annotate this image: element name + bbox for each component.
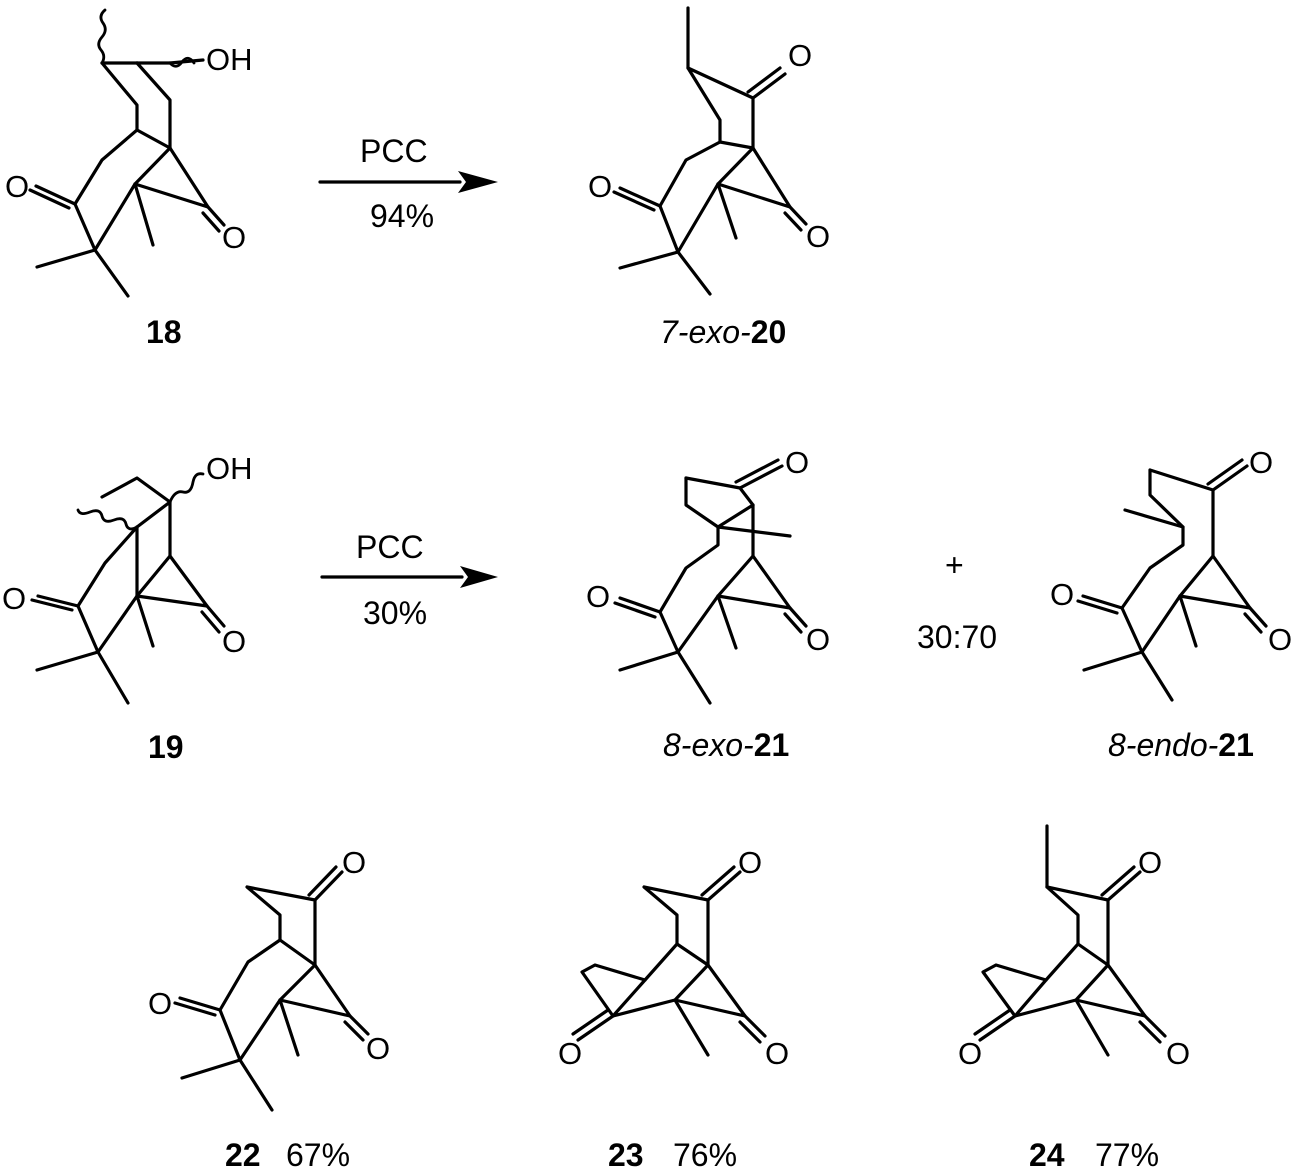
oxygen-label: O <box>148 986 172 1021</box>
oxygen-label: O <box>785 445 809 480</box>
ratio-label: 30:70 <box>917 619 997 655</box>
hydroxyl-label: OH <box>206 42 253 77</box>
structure-18: OH O O <box>5 8 253 298</box>
compound-label-8-exo-21: 8-exo-21 <box>663 727 789 763</box>
oxygen-label: O <box>222 624 246 659</box>
oxygen-label: O <box>788 38 812 73</box>
compound-label-19: 19 <box>148 729 184 765</box>
oxygen-label: O <box>5 169 29 204</box>
yield-label-22: 67% <box>286 1137 350 1173</box>
structure-23: O O O <box>558 845 789 1071</box>
compound-label-7-exo-20: 7-exo-20 <box>660 314 786 350</box>
oxygen-label: O <box>765 1036 789 1071</box>
oxygen-label: O <box>2 581 26 616</box>
yield-label: 30% <box>363 595 427 631</box>
oxygen-label: O <box>342 845 366 880</box>
structure-22: O O O <box>148 845 390 1112</box>
yield-label-23: 76% <box>673 1137 737 1173</box>
oxygen-label: O <box>558 1036 582 1071</box>
oxygen-label: O <box>1268 622 1292 657</box>
reaction-arrow-2: PCC 30% <box>320 529 498 631</box>
compound-label-22: 22 <box>225 1137 261 1173</box>
yield-label-24: 77% <box>1095 1137 1159 1173</box>
structure-8-endo-21: O O O <box>1050 445 1292 702</box>
oxygen-label: O <box>958 1036 982 1071</box>
oxygen-label: O <box>1249 445 1273 480</box>
oxygen-label: O <box>1138 845 1162 880</box>
oxygen-label: O <box>806 622 830 657</box>
structure-7-exo-20: O O O <box>588 6 830 296</box>
oxygen-label: O <box>1050 577 1074 612</box>
compound-label-23: 23 <box>608 1137 644 1173</box>
reagent-label: PCC <box>360 133 428 169</box>
oxygen-label: O <box>588 169 612 204</box>
hydroxyl-label: OH <box>206 451 253 486</box>
plus-sign: + <box>945 547 964 583</box>
structure-19: OH O O <box>2 451 253 705</box>
compound-label-8-endo-21: 8-endo-21 <box>1108 727 1254 763</box>
oxygen-label: O <box>738 845 762 880</box>
reaction-arrow-1: PCC 94% <box>318 133 498 234</box>
oxygen-label: O <box>366 1031 390 1066</box>
oxygen-label: O <box>222 220 246 255</box>
oxygen-label: O <box>586 579 610 614</box>
yield-label: 94% <box>370 198 434 234</box>
oxygen-label: O <box>1166 1036 1190 1071</box>
oxygen-label: O <box>806 219 830 254</box>
reagent-label: PCC <box>356 529 424 565</box>
compound-label-24: 24 <box>1029 1137 1065 1173</box>
compound-label-18: 18 <box>146 314 182 350</box>
structure-24: O O O <box>958 824 1190 1071</box>
structure-8-exo-21: O O O <box>586 445 830 705</box>
